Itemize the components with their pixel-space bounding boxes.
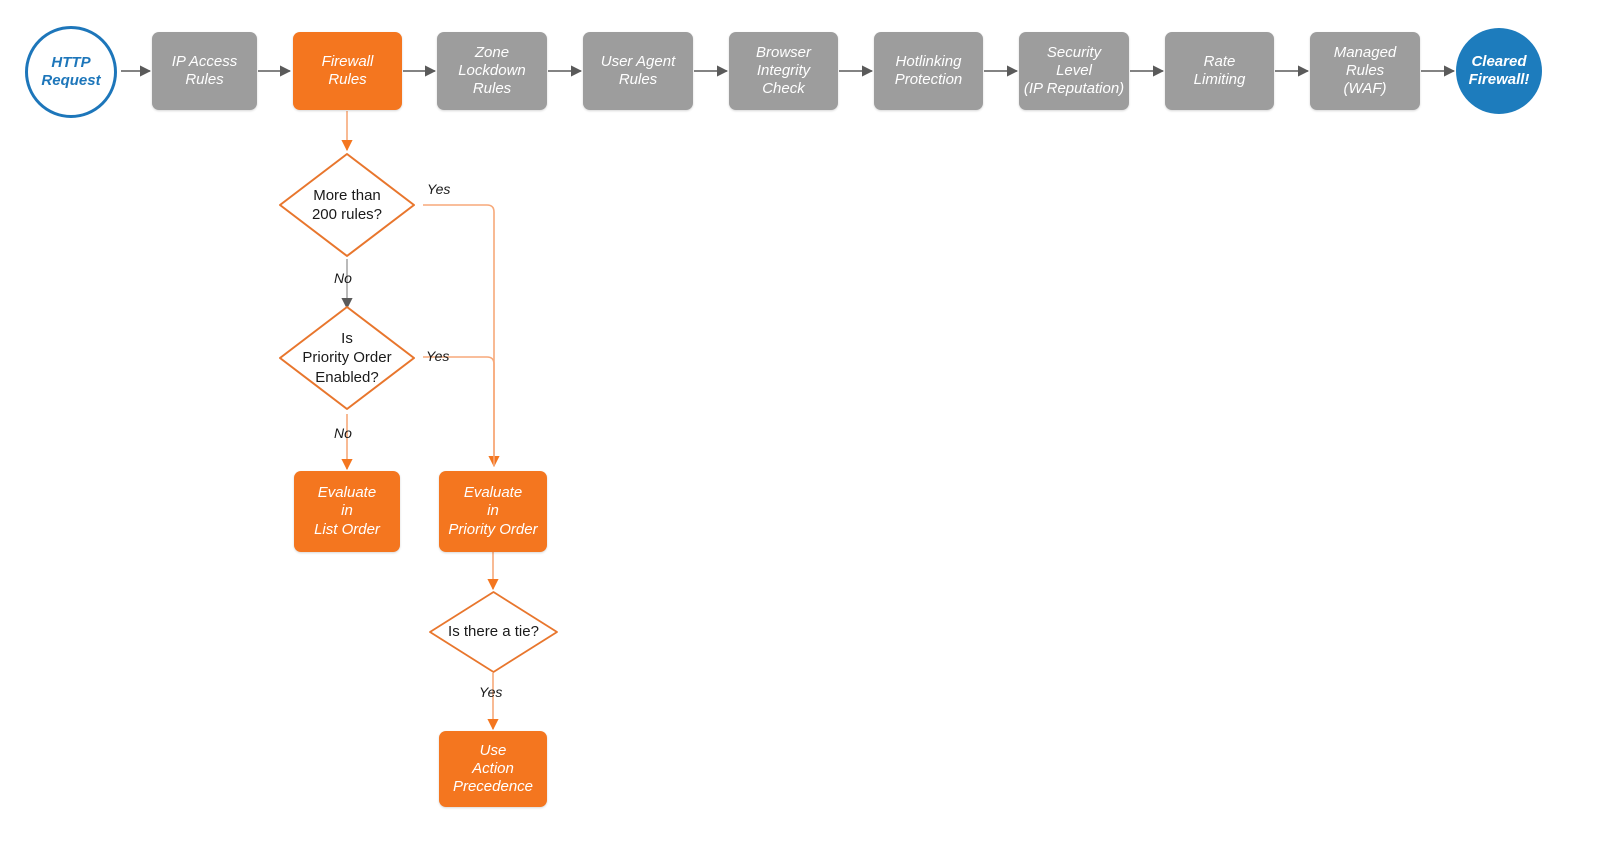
edge-decision2-yes-to-priority-order [423, 356, 495, 466]
node-use-action-precedence-label: Use Action Precedence [452, 741, 534, 796]
node-managed-rules-waf[interactable]: Managed Rules (WAF) [1310, 32, 1420, 110]
edge-label-tie-yes: Yes [479, 684, 503, 700]
node-firewall-rules[interactable]: Firewall Rules [293, 32, 402, 110]
edge-label-decision2-no: No [334, 425, 352, 441]
node-cleared-firewall-label: Cleared Firewall! [1468, 52, 1530, 88]
decision-is-there-a-tie[interactable]: Is there a tie? [428, 590, 559, 674]
node-ip-access-rules-label: IP Access Rules [171, 52, 238, 88]
node-rate-limiting[interactable]: Rate Limiting [1165, 32, 1274, 110]
decision-more-than-200-rules[interactable]: More than 200 rules? [277, 151, 417, 259]
node-hotlinking-protection[interactable]: Hotlinking Protection [874, 32, 983, 110]
node-hotlinking-protection-label: Hotlinking Protection [894, 52, 963, 88]
node-http-request-label: HTTP Request [41, 53, 101, 89]
diamond-shape-2 [279, 306, 415, 410]
node-user-agent-rules[interactable]: User Agent Rules [583, 32, 693, 110]
node-evaluate-priority-order[interactable]: Evaluate in Priority Order [439, 471, 547, 552]
node-user-agent-rules-label: User Agent Rules [600, 52, 676, 88]
node-evaluate-list-order[interactable]: Evaluate in List Order [294, 471, 400, 552]
node-managed-rules-waf-label: Managed Rules (WAF) [1333, 43, 1397, 98]
edge-label-decision1-yes: Yes [427, 181, 451, 197]
diamond-shape-1 [279, 153, 415, 257]
node-evaluate-priority-order-label: Evaluate in Priority Order [448, 484, 538, 538]
diamond-shape-3 [429, 591, 558, 673]
node-firewall-rules-label: Firewall Rules [321, 52, 374, 88]
node-browser-integrity-check[interactable]: Browser Integrity Check [729, 32, 838, 110]
node-zone-lockdown-rules[interactable]: Zone Lockdown Rules [437, 32, 547, 110]
node-use-action-precedence[interactable]: Use Action Precedence [439, 731, 547, 807]
node-http-request[interactable]: HTTP Request [25, 26, 117, 118]
edge-label-decision2-yes: Yes [426, 348, 450, 364]
node-zone-lockdown-rules-label: Zone Lockdown Rules [458, 43, 526, 98]
decision-priority-order-enabled-label: Is Priority Order Enabled? [302, 329, 392, 386]
decision-priority-order-enabled[interactable]: Is Priority Order Enabled? [277, 304, 417, 412]
node-security-level-label: Security Level (IP Reputation) [1023, 43, 1125, 98]
node-security-level[interactable]: Security Level (IP Reputation) [1019, 32, 1129, 110]
node-ip-access-rules[interactable]: IP Access Rules [152, 32, 257, 110]
edge-label-decision1-no: No [334, 270, 352, 286]
node-evaluate-list-order-label: Evaluate in List Order [314, 484, 380, 538]
decision-is-there-a-tie-label: Is there a tie? [448, 623, 539, 641]
node-browser-integrity-check-label: Browser Integrity Check [755, 43, 811, 98]
node-rate-limiting-label: Rate Limiting [1193, 52, 1246, 88]
node-cleared-firewall[interactable]: Cleared Firewall! [1456, 28, 1542, 114]
edge-decision1-yes-to-priority-order [423, 204, 500, 468]
decision-more-than-200-rules-label: More than 200 rules? [311, 186, 383, 224]
